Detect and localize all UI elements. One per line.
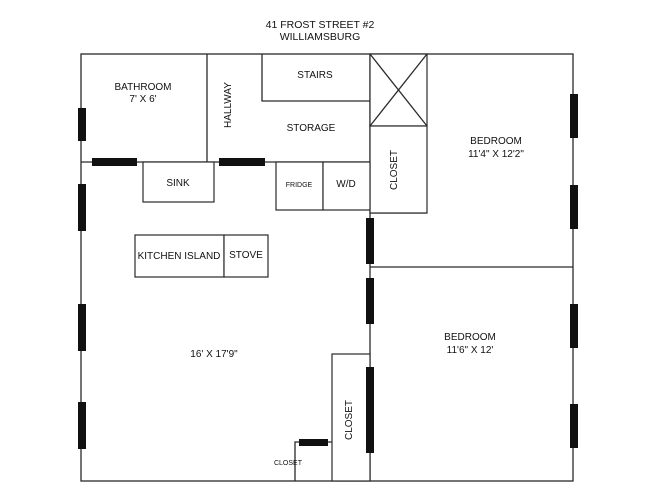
door-bathroom (92, 158, 137, 166)
stairs-label: STAIRS (297, 70, 333, 81)
bedroom-2-dims: 11'6" X 12' (447, 345, 494, 356)
window-bedroom-1-upper (570, 94, 578, 138)
window-kitchen-west (78, 184, 86, 231)
window-living-southwest (78, 402, 86, 449)
window-bedroom-1-lower (570, 185, 578, 229)
stove-label: STOVE (229, 250, 263, 261)
bedroom-1-dims: 11'4" X 12'2" (468, 149, 524, 160)
door-hallway (219, 158, 265, 166)
window-living-west (78, 304, 86, 351)
neighborhood-subtitle: WILLIAMSBURG (280, 31, 361, 43)
door-bedroom-2 (366, 278, 374, 324)
closet-small-label: CLOSET (274, 460, 303, 467)
window-bathroom (78, 108, 86, 141)
closet-upper-label: CLOSET (389, 150, 400, 190)
sink-label: SINK (166, 178, 190, 189)
fridge-label: FRIDGE (286, 182, 313, 189)
kitchen-island-box (134, 234, 225, 278)
door-closet-small (299, 439, 328, 446)
window-bedroom-2-lower (570, 404, 578, 448)
living-area-dims: 16' X 17'9" (190, 349, 238, 360)
door-closet-lower (366, 367, 374, 453)
washer-dryer-box (322, 161, 371, 211)
address-title: 41 FROST STREET #2 (266, 19, 375, 31)
stairwell-void (369, 53, 428, 127)
washer-dryer-label: W/D (336, 179, 355, 190)
stairs-wall (261, 54, 370, 102)
stairwell-cross-b (369, 53, 428, 127)
bedroom-1-label: BEDROOM (470, 136, 522, 147)
closet-upper (369, 125, 428, 214)
sink-box (142, 161, 215, 203)
windows (78, 94, 578, 453)
stove-box (223, 234, 269, 278)
closet-lower-label: CLOSET (344, 400, 355, 440)
kitchen-island-label: KITCHEN ISLAND (138, 251, 221, 262)
storage-label: STORAGE (287, 123, 336, 134)
fridge-box (275, 161, 324, 211)
bathroom-dims: 7' X 6' (129, 94, 156, 105)
window-bedroom-2-upper (570, 304, 578, 348)
bedroom-2-label: BEDROOM (444, 332, 496, 343)
bathroom-label: BATHROOM (114, 82, 171, 93)
door-bedroom-1 (366, 218, 374, 264)
hallway-label: HALLWAY (223, 82, 234, 128)
